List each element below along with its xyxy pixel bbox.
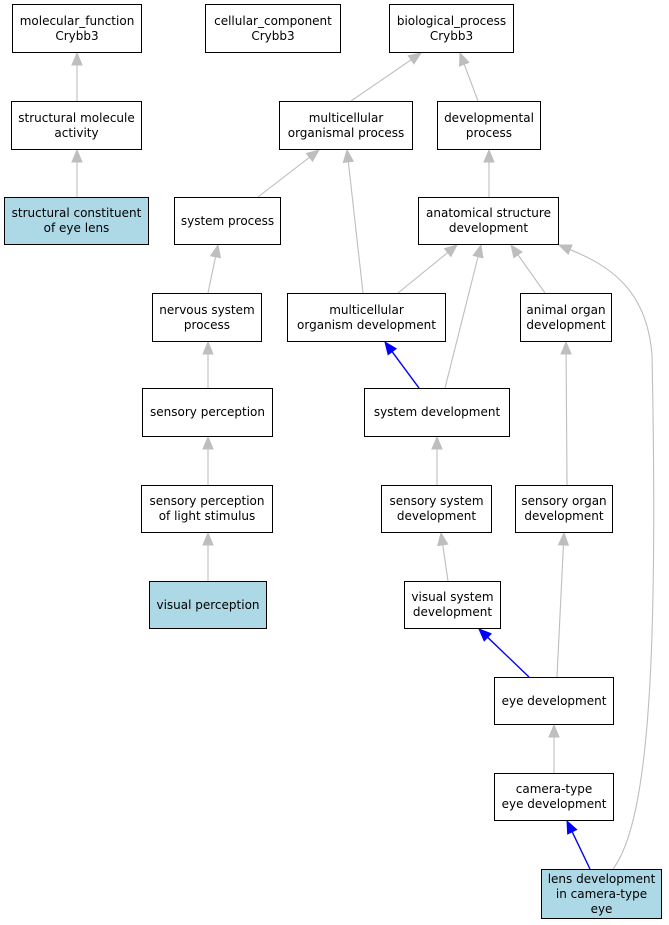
- node-multicellular-organismal-process: multicellular organismal process: [279, 101, 413, 150]
- edge-arrowhead: [202, 531, 214, 546]
- edge-arrowhead: [209, 243, 222, 259]
- node-cellular-component: cellular_component Crybb3: [205, 4, 341, 53]
- edge-arrowhead: [459, 51, 470, 67]
- edge-arrowhead: [407, 52, 423, 65]
- node-nervous-system-process: nervous system process: [152, 293, 262, 342]
- edge-multicellular-organism-development-to-anatomical-structure-development: [397, 244, 459, 294]
- edge-arrowhead: [437, 531, 449, 547]
- node-structural-molecule-activity: structural molecule activity: [11, 101, 142, 150]
- edge-line: [350, 59, 412, 102]
- node-structural-constituent-of-eye-lens: structural constituent of eye lens: [4, 197, 149, 245]
- edge-arrowhead: [71, 148, 83, 163]
- edge-structural-molecule-activity-to-molecular-function: [71, 51, 83, 101]
- edge-arrowhead: [557, 244, 573, 256]
- edge-eye-development-to-sensory-organ-development: [556, 531, 570, 678]
- edge-line: [517, 254, 546, 294]
- edge-animal-organ-development-to-anatomical-structure-development: [510, 243, 546, 294]
- node-sensory-perception: sensory perception: [142, 388, 273, 437]
- edge-arrowhead: [71, 51, 83, 66]
- node-camera-type-eye-development: camera-type eye development: [494, 773, 614, 821]
- edge-line: [569, 249, 655, 870]
- edge-arrowhead: [202, 340, 214, 355]
- edge-arrowhead: [305, 149, 321, 163]
- edge-arrowhead: [566, 819, 578, 835]
- edge-arrowhead: [483, 148, 495, 163]
- edge-line: [487, 636, 530, 678]
- edge-arrowhead: [557, 531, 570, 546]
- edge-lens-development-in-camera-type-eye-to-camera-type-eye-development: [566, 819, 591, 870]
- edge-sensory-perception-of-light-stimulus-to-sensory-perception: [202, 435, 214, 485]
- edge-line: [207, 256, 217, 294]
- edge-line: [444, 256, 479, 389]
- node-visual-system-development: visual system development: [404, 581, 501, 629]
- edge-arrowhead: [548, 723, 560, 738]
- edge-eye-development-to-visual-system-development: [478, 628, 530, 678]
- edge-arrowhead: [560, 340, 572, 355]
- node-lens-development-in-camera-type-eye: lens development in camera-type eye: [541, 869, 662, 919]
- edge-arrowhead: [472, 243, 484, 259]
- edge-line: [565, 353, 568, 486]
- node-eye-development: eye development: [494, 677, 614, 725]
- edge-arrowhead: [431, 435, 443, 450]
- node-sensory-system-development: sensory system development: [381, 485, 492, 533]
- edge-line: [391, 351, 420, 389]
- node-system-process: system process: [174, 197, 281, 245]
- node-sensory-organ-development: sensory organ development: [515, 485, 613, 533]
- node-animal-organ-development: animal organ development: [520, 293, 612, 342]
- edge-multicellular-organismal-process-to-biological-process: [350, 52, 423, 102]
- edge-arrowhead: [384, 340, 398, 356]
- edge-line: [556, 544, 564, 678]
- edge-anatomical-structure-development-to-developmental-process: [483, 148, 495, 197]
- node-biological-process: biological_process Crybb3: [389, 4, 514, 53]
- edge-multicellular-organism-development-to-multicellular-organismal-process: [342, 148, 364, 294]
- edge-line: [397, 252, 449, 294]
- edge-line: [257, 156, 310, 198]
- edge-visual-perception-to-sensory-perception-of-light-stimulus: [202, 531, 214, 581]
- edge-line: [442, 544, 449, 582]
- node-visual-perception: visual perception: [149, 581, 267, 629]
- node-system-development: system development: [364, 388, 510, 437]
- node-sensory-perception-of-light-stimulus: sensory perception of light stimulus: [141, 485, 273, 533]
- edge-line: [463, 64, 479, 102]
- node-anatomical-structure-development: anatomical structure development: [418, 197, 559, 245]
- edge-arrowhead: [478, 628, 492, 642]
- edge-system-development-to-anatomical-structure-development: [444, 243, 484, 389]
- edge-system-development-to-multicellular-organism-development: [384, 340, 420, 389]
- edge-arrowhead: [342, 148, 355, 164]
- edge-sensory-system-development-to-system-development: [431, 435, 443, 485]
- node-molecular-function: molecular_function Crybb3: [12, 4, 142, 53]
- edge-system-process-to-multicellular-organismal-process: [257, 149, 321, 198]
- edge-arrowhead: [510, 243, 523, 259]
- node-multicellular-organism-development: multicellular organism development: [287, 293, 446, 342]
- edge-nervous-system-process-to-system-process: [207, 243, 222, 294]
- edge-structural-constituent-of-eye-lens-to-structural-molecule-activity: [71, 148, 83, 197]
- edge-line: [571, 831, 591, 870]
- edge-lens-development-in-camera-type-eye-to-anatomical-structure-development: [557, 244, 655, 870]
- edge-arrowhead: [202, 435, 214, 450]
- edge-line: [347, 161, 364, 294]
- node-developmental-process: developmental process: [437, 101, 541, 150]
- edge-sensory-organ-development-to-animal-organ-development: [560, 340, 572, 486]
- edge-camera-type-eye-development-to-eye-development: [548, 723, 560, 773]
- edge-visual-system-development-to-sensory-system-development: [437, 531, 449, 582]
- edge-arrowhead: [443, 244, 459, 258]
- edge-sensory-perception-to-nervous-system-process: [202, 340, 214, 388]
- edge-developmental-process-to-biological-process: [459, 51, 479, 102]
